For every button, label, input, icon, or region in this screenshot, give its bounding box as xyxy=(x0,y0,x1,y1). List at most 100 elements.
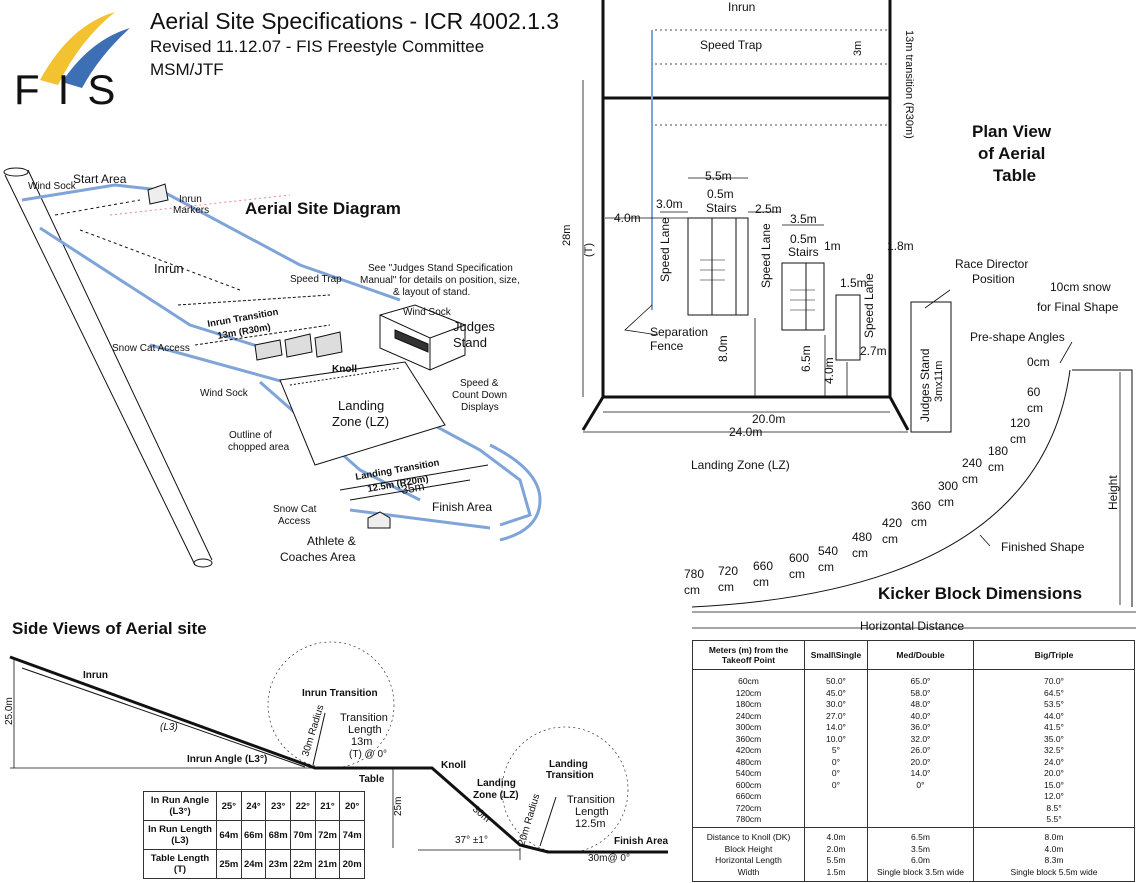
side-inrun-transition: Inrun Transition xyxy=(302,688,378,699)
kicker-mark-660-unit: cm xyxy=(753,575,769,589)
inrun-angle: 24° xyxy=(240,791,267,821)
kicker-small-angle: 45.0° xyxy=(826,687,846,698)
inrun-angle: 20° xyxy=(339,791,365,821)
kicker-footer-big-value: 4.0m xyxy=(1044,843,1064,854)
side-angle-37: 37° ±1° xyxy=(455,835,488,846)
kicker-small-angle: 14.0° xyxy=(826,722,846,732)
kicker-footer-small-value: 4.0m xyxy=(826,832,846,842)
kicker-footer-big-value: 8.0m xyxy=(1044,832,1064,842)
plan-label-3m-b: 3.0m xyxy=(656,197,683,211)
side-view-title: Side Views of Aerial site xyxy=(12,619,207,638)
site-diagram-title: Aerial Site Diagram xyxy=(245,199,401,218)
label-inrun: Inrun xyxy=(154,261,184,276)
plan-view xyxy=(581,0,952,433)
kicker-mark-120: 120 xyxy=(1010,416,1030,430)
inrun-length: 64m xyxy=(216,820,242,850)
inrun-angle: 25° xyxy=(216,791,242,821)
kicker-mark-0: 0cm xyxy=(1027,355,1050,369)
kicker-big-angle: 53.5° xyxy=(1044,699,1064,709)
kicker-horizontal: Horizontal Distance xyxy=(860,619,964,633)
plan-label-24m: 24.0m xyxy=(729,425,762,439)
kicker-mark-720: 720 xyxy=(718,564,738,578)
plan-view-labels: Plan View of Aerial Table Inrun Speed Tr… xyxy=(561,0,1052,472)
kicker-big-angle: 5.5° xyxy=(1046,814,1062,824)
kicker-header-small: Small\Single xyxy=(804,640,868,670)
plan-label-transition: 13m transition (R30m) xyxy=(903,30,915,139)
kicker-footer-small-value: 2.0m xyxy=(826,843,846,854)
plan-label-stairs-a-2: Stairs xyxy=(706,201,737,215)
kicker-med-column: 65.0° 58.0° 48.0° 40.0° 36.0° 32.0° 26.0… xyxy=(867,669,974,828)
plan-label-speed-trap: Speed Trap xyxy=(700,38,762,52)
inrun-angle: 23° xyxy=(265,791,291,821)
plan-label-1-5m: 1.5m xyxy=(840,276,867,290)
plan-label-28m: 28m xyxy=(561,225,573,246)
kicker-table-title: Kicker Block Dimensions xyxy=(878,584,1082,603)
plan-label-20m: 20.0m xyxy=(752,412,785,426)
label-speed-displays-3: Displays xyxy=(461,402,499,413)
kicker-mark-540-unit: cm xyxy=(818,560,834,574)
plan-speed-lane-1: Speed Lane xyxy=(658,217,672,282)
kicker-med-angle: 65.0° xyxy=(910,676,931,686)
kicker-mark-360: 360 xyxy=(911,499,931,513)
kicker-small-angle: 5° xyxy=(831,745,841,755)
kicker-distance: 240cm xyxy=(735,710,762,721)
kicker-footer-label: Block Height xyxy=(724,843,773,854)
label-wind-sock-judges: Wind Sock xyxy=(403,307,452,318)
plan-label-2-7m: 2.7m xyxy=(860,344,887,358)
label-judges-note-3: & layout of stand. xyxy=(393,287,470,298)
label-finish-area: Finish Area xyxy=(432,500,492,514)
label-athlete-area-2: Coaches Area xyxy=(280,550,356,564)
label-snow-cat-access-2a: Snow Cat xyxy=(273,504,317,515)
kicker-distance: 780cm xyxy=(735,814,762,824)
kicker-footer-big-value: 8.3m xyxy=(1044,855,1064,865)
inrun-row-label-table: Table Length (T) xyxy=(143,849,217,879)
kicker-mark-660: 660 xyxy=(753,559,773,573)
plan-title-3: Table xyxy=(993,166,1036,185)
plan-label-5-5m: 5.5m xyxy=(705,169,732,183)
label-snow-cat-access: Snow Cat Access xyxy=(112,343,190,354)
kicker-mark-180-unit: cm xyxy=(988,460,1004,474)
side-25m: 25.0m xyxy=(4,697,15,725)
side-transition-3: 13m xyxy=(351,736,372,748)
kicker-big-angle: 41.5° xyxy=(1044,722,1064,732)
side-lt-length-1: Transition xyxy=(567,794,615,806)
sheet-title: Aerial Site Specifications - ICR 4002.1.… xyxy=(150,8,560,34)
kicker-footer-med-value: 3.5m xyxy=(911,843,930,854)
kicker-distance: 600cm xyxy=(735,779,762,790)
kicker-small-angle: 27.0° xyxy=(826,710,846,721)
inrun-table-length: 21m xyxy=(314,849,341,879)
label-speed-displays-1: Speed & xyxy=(460,378,499,389)
kicker-footer-small: 4.0m 2.0m 5.5m 1.5m xyxy=(804,827,868,882)
kicker-snow-2: for Final Shape xyxy=(1037,300,1119,314)
kicker-profile xyxy=(691,341,1136,629)
plan-label-stairs-a-1: 0.5m xyxy=(707,187,734,201)
kicker-med-angle: 58.0° xyxy=(910,687,931,698)
kicker-block-table: Meters (m) from the Takeoff Point Small\… xyxy=(692,640,1135,882)
kicker-mark-60-unit: cm xyxy=(1027,401,1043,415)
plan-label-t: (T) xyxy=(583,243,595,257)
plan-label-1m: 1m xyxy=(824,239,841,253)
plan-label-4m: 4.0m xyxy=(614,211,641,225)
kicker-mark-420: 420 xyxy=(882,516,902,530)
sheet-revision: Revised 11.12.07 - FIS Freestyle Committ… xyxy=(150,37,485,56)
label-chopped-2: chopped area xyxy=(228,442,290,453)
kicker-med-angle: 20.0° xyxy=(910,756,931,767)
plan-label-stairs-b-1: 0.5m xyxy=(790,232,817,246)
kicker-small-angle: 30.0° xyxy=(826,699,846,709)
label-judges-stand-1: Judges xyxy=(453,319,495,334)
plan-label-2-5m: 2.5m xyxy=(755,202,782,216)
kicker-big-column: 70.0° 64.5° 53.5° 44.0° 41.5° 35.0° 32.5… xyxy=(973,669,1135,828)
side-radius-30: 30m Radius xyxy=(300,704,326,758)
inrun-table-length: 22m xyxy=(289,849,316,879)
kicker-small-angle: 0° xyxy=(831,779,841,790)
kicker-distance: 360cm xyxy=(735,733,762,744)
kicker-big-angle: 20.0° xyxy=(1044,768,1064,778)
kicker-med-angle: 48.0° xyxy=(910,699,931,709)
kicker-footer-med-value: 6.5m xyxy=(911,832,930,842)
kicker-header-distance: Meters (m) from the Takeoff Point xyxy=(692,640,805,670)
label-inrun-markers-1: Inrun xyxy=(179,194,202,205)
kicker-footer-label: Horizontal Length xyxy=(715,855,782,865)
kicker-mark-480-unit: cm xyxy=(852,546,868,560)
kicker-mark-480: 480 xyxy=(852,530,872,544)
